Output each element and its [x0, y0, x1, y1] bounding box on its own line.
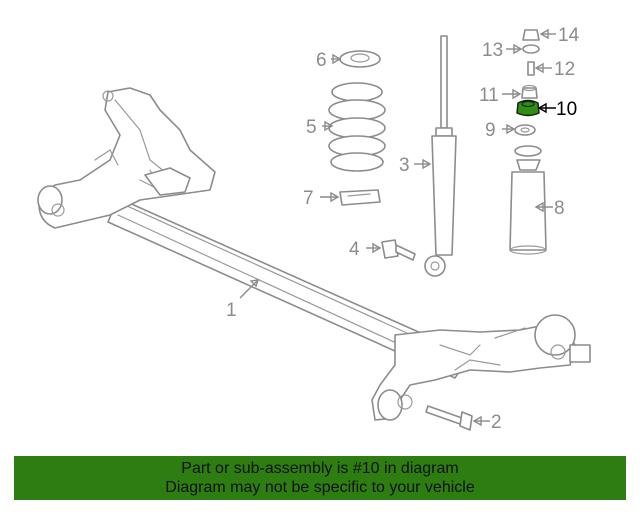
rear-suspension-diagram: 1 2 3 4 5 6 7 8 9 10: [37, 25, 591, 433]
callout-label: 11: [479, 85, 499, 106]
part-info-banner: Part or sub-assembly is #10 in diagram D…: [14, 456, 626, 500]
bolt-part-2: [425, 405, 473, 431]
callout-7: 7: [303, 188, 340, 209]
spring-seat-part-6: [339, 50, 381, 68]
callout-11: 11: [479, 85, 522, 106]
callout-label: 7: [303, 188, 314, 209]
callout-label: 8: [554, 198, 565, 219]
callout-label: 13: [482, 40, 503, 61]
callout-5: 5: [306, 117, 334, 138]
callout-3: 3: [399, 155, 432, 176]
callout-1: 1: [226, 279, 260, 321]
sleeve-part-12: [527, 61, 535, 76]
banner-line-1: Part or sub-assembly is #10 in diagram: [181, 460, 459, 477]
callout-label: 9: [485, 120, 496, 141]
callout-label: 3: [399, 155, 410, 176]
bolt-part-4: [381, 239, 416, 261]
callout-2: 2: [472, 412, 502, 433]
callout-9: 9: [485, 120, 516, 141]
washer-part-9: [514, 124, 536, 136]
banner-line-2: Diagram may not be specific to your vehi…: [165, 479, 475, 496]
shock-absorber-part: [424, 35, 457, 277]
callout-12: 12: [534, 59, 575, 80]
coil-spring-part: [328, 82, 386, 172]
bushing-part-11: [521, 84, 538, 99]
axle-beam-part: [37, 87, 591, 421]
dust-boot-part: [509, 145, 547, 255]
callout-14: 14: [539, 25, 580, 46]
callout-4: 4: [349, 239, 382, 260]
callout-8: 8: [534, 198, 565, 219]
callout-label: 1: [226, 300, 237, 321]
callout-label: 6: [316, 50, 327, 71]
callout-13: 13: [482, 40, 523, 61]
callout-label: 5: [306, 117, 317, 138]
callout-label: 12: [554, 59, 575, 80]
callout-label: 14: [558, 25, 580, 46]
callout-6: 6: [316, 50, 342, 71]
washer-part-13: [522, 44, 540, 54]
spring-seat-part-7: [339, 189, 381, 206]
upper-mount-part-10: [516, 99, 540, 117]
callout-label: 4: [349, 239, 360, 260]
callout-10: 10: [537, 99, 577, 120]
callout-label: 10: [556, 99, 577, 120]
nut-part-14: [522, 29, 540, 41]
callout-label: 2: [491, 412, 502, 433]
